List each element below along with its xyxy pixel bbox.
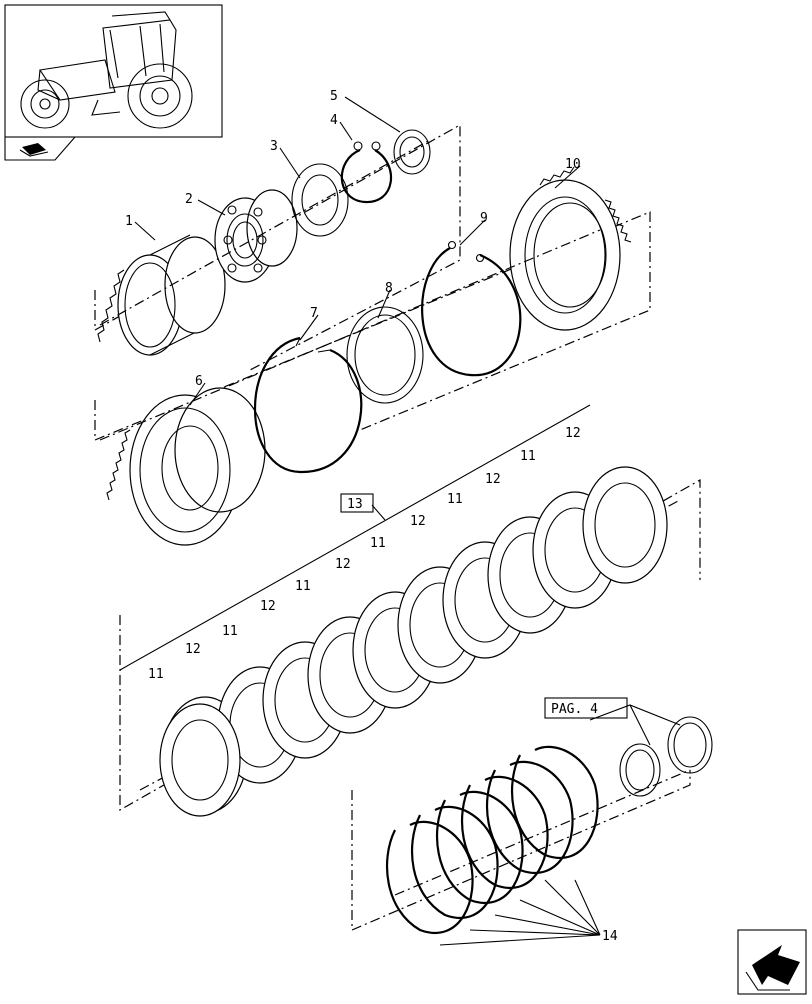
part-label-12-a: 12	[185, 642, 201, 657]
part-label-7: 7	[310, 306, 318, 321]
page-reference-label: PAG. 4	[551, 702, 598, 717]
part-label-11-a: 11	[148, 667, 164, 682]
part-3-washer	[291, 163, 349, 237]
part-7-split-ring	[253, 336, 363, 474]
part-label-4: 4	[330, 113, 338, 128]
part-label-13: 13	[347, 497, 363, 512]
book-icon[interactable]	[4, 136, 76, 161]
part-label-9: 9	[480, 211, 488, 226]
clutch-disc-stack	[159, 466, 668, 817]
part-8-ring	[346, 306, 424, 404]
part-label-3: 3	[270, 139, 278, 154]
part-5-ring	[393, 129, 431, 175]
part-label-8: 8	[385, 281, 393, 296]
part-2-bearing	[214, 189, 298, 283]
page-reference-box[interactable]: PAG. 4	[544, 697, 628, 719]
part-1-gear	[97, 234, 226, 356]
part-label-12-b: 12	[260, 599, 276, 614]
part-label-11-b: 11	[222, 624, 238, 639]
part-label-10: 10	[565, 157, 581, 172]
leader-lines	[134, 96, 681, 946]
part-label-14: 14	[602, 929, 618, 944]
part-label-6: 6	[195, 374, 203, 389]
next-page-arrow-icon[interactable]	[737, 929, 807, 995]
part-4-snap-ring	[340, 141, 393, 204]
tractor-thumbnail-icon[interactable]	[4, 4, 223, 138]
part-9-snap-ring	[421, 240, 522, 377]
part-label-11-e: 11	[447, 492, 463, 507]
part-label-11-c: 11	[295, 579, 311, 594]
part-10-ring-gear	[509, 166, 632, 331]
part-label-11-f: 11	[520, 449, 536, 464]
part-label-5: 5	[330, 89, 338, 104]
part-label-2: 2	[185, 192, 193, 207]
part-6-gear-hub	[106, 387, 266, 546]
part-label-11-d: 11	[370, 536, 386, 551]
part-labels: 1 2 3 4 5 6 7 8 9 10 11 11 11 11 11 11 1…	[125, 89, 618, 944]
o-ring-pair	[619, 716, 713, 797]
wave-spring-stack	[385, 745, 599, 934]
part-label-1: 1	[125, 214, 133, 229]
part-label-12-e: 12	[485, 472, 501, 487]
part-label-12-c: 12	[335, 557, 351, 572]
part-label-12-f: 12	[565, 426, 581, 441]
part-label-12-d: 12	[410, 514, 426, 529]
